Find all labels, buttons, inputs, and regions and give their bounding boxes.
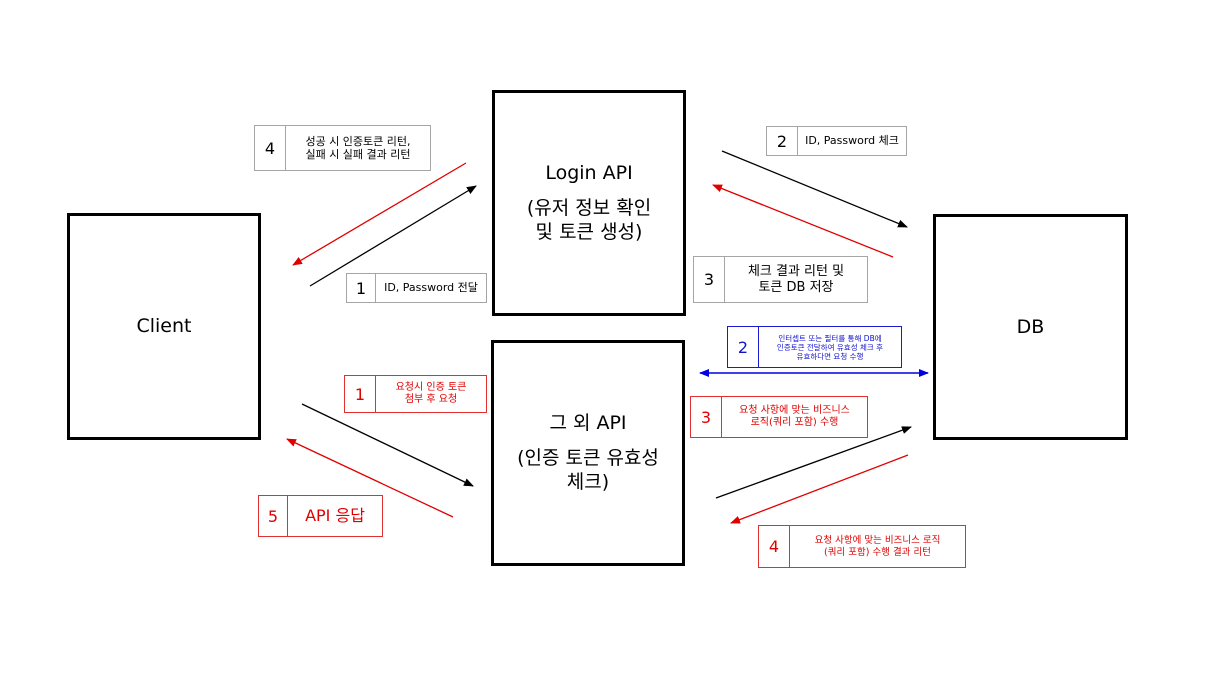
step-text: 요청 사항에 맞는 비즈니스 로직(쿼리 포함) 수행 bbox=[739, 405, 850, 428]
other-api-title: 그 외 API bbox=[549, 411, 627, 434]
client-label: Client bbox=[136, 315, 192, 338]
step-text: 성공 시 인증토큰 리턴, 실패 시 실패 결과 리턴 bbox=[305, 134, 411, 161]
step-number: 3 bbox=[694, 257, 725, 302]
step-number: 3 bbox=[691, 397, 722, 437]
step-text: 인터셉트 또는 필터를 통해 DB에 인증토큰 전달하여 유효성 체크 후 유효… bbox=[776, 333, 884, 361]
arrow-api-to-db bbox=[715, 426, 912, 499]
step-label-login-4: 4 성공 시 인증토큰 리턴, 실패 시 실패 결과 리턴 bbox=[254, 125, 431, 171]
client-node: Client bbox=[67, 213, 261, 440]
arrow-client-to-login bbox=[309, 185, 477, 287]
login-api-node: Login API (유저 정보 확인 및 토큰 생성) bbox=[492, 90, 686, 316]
step-text: ID, Password 체크 bbox=[805, 134, 899, 148]
other-api-subtitle: (인증 토큰 유효성 체크) bbox=[517, 446, 659, 494]
step-text: 체크 결과 리턴 및 토큰 DB 저장 bbox=[747, 263, 845, 295]
db-label: DB bbox=[1016, 315, 1045, 338]
step-number: 4 bbox=[759, 526, 790, 567]
db-node: DB bbox=[933, 214, 1128, 440]
step-label-login-1: 1 ID, Password 전달 bbox=[346, 273, 487, 303]
step-label-login-3: 3 체크 결과 리턴 및 토큰 DB 저장 bbox=[693, 256, 868, 303]
step-number: 4 bbox=[255, 126, 286, 170]
step-number: 1 bbox=[347, 274, 376, 302]
arrow-db-to-login bbox=[712, 184, 894, 258]
step-text: API 응답 bbox=[305, 506, 365, 526]
arrow-api-to-client bbox=[286, 438, 454, 518]
arrow-login-to-client bbox=[292, 162, 467, 266]
step-text: 요청시 인증 토큰 첨부 후 요청 bbox=[395, 382, 467, 405]
step-text: ID, Password 전달 bbox=[384, 281, 478, 295]
step-number: 5 bbox=[259, 496, 288, 536]
step-number: 2 bbox=[728, 327, 759, 367]
step-label-api-3: 3 요청 사항에 맞는 비즈니스 로직(쿼리 포함) 수행 bbox=[690, 396, 868, 438]
arrow-login-to-db bbox=[721, 150, 908, 228]
step-label-login-2: 2 ID, Password 체크 bbox=[766, 126, 907, 156]
login-api-title: Login API bbox=[545, 161, 633, 184]
step-label-api-4: 4 요청 사항에 맞는 비즈니스 로직 (쿼리 포함) 수행 결과 리턴 bbox=[758, 525, 966, 568]
other-api-node: 그 외 API (인증 토큰 유효성 체크) bbox=[491, 340, 685, 566]
step-number: 1 bbox=[345, 376, 376, 412]
step-label-api-5: 5 API 응답 bbox=[258, 495, 383, 537]
arrow-client-to-api bbox=[301, 403, 474, 487]
step-number: 2 bbox=[767, 127, 798, 155]
login-api-subtitle: (유저 정보 확인 및 토큰 생성) bbox=[526, 196, 652, 244]
arrow-db-to-api bbox=[730, 454, 909, 524]
step-label-api-1: 1 요청시 인증 토큰 첨부 후 요청 bbox=[344, 375, 487, 413]
step-text: 요청 사항에 맞는 비즈니스 로직 (쿼리 포함) 수행 결과 리턴 bbox=[814, 535, 941, 558]
step-label-api-2: 2 인터셉트 또는 필터를 통해 DB에 인증토큰 전달하여 유효성 체크 후 … bbox=[727, 326, 902, 368]
